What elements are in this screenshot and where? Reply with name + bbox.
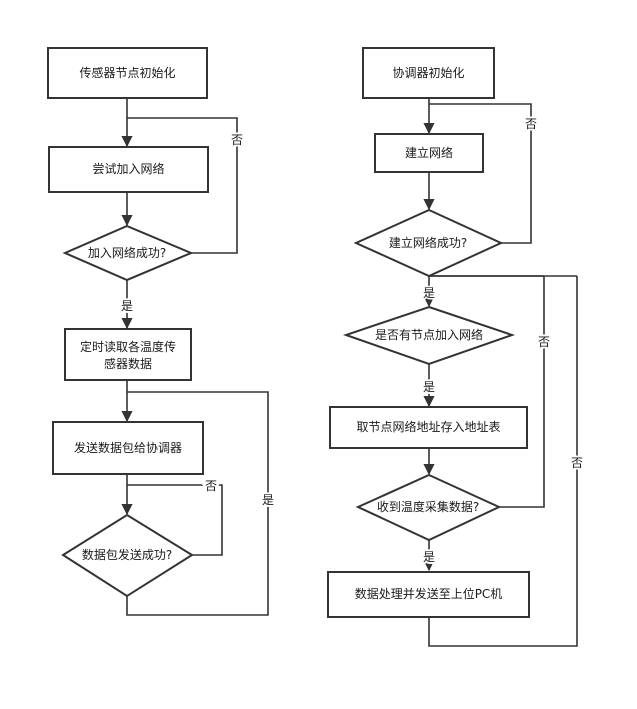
node-send-packet-label: 发送数据包给协调器 [74,440,182,455]
decision-send-ok-label: 数据包发送成功? [82,547,172,562]
edge-send-yes-loop [126,391,269,616]
node-read-sensors [64,328,192,381]
label-recv-no: 否 [538,335,550,349]
edge-build-no-loop [429,103,532,244]
node-store-address-label: 取节点网络地址存入地址表 [356,419,500,434]
label-process-loop-no: 否 [571,456,583,470]
node-build-network [374,133,484,173]
node-read-sensors-line2: 感器数据 [104,356,152,371]
label-send-yes: 是 [262,493,274,507]
label-has-node-yes: 是 [423,380,435,394]
node-try-join-label: 尝试加入网络 [92,161,164,176]
node-coordinator-init [362,47,495,99]
node-process-send-label: 数据处理并发送至上位PC机 [355,586,503,601]
label-join-yes: 是 [121,299,133,313]
edge-recv-no [499,276,545,508]
label-recv-yes: 是 [423,550,435,564]
edge-send-no-loop [127,484,223,556]
decision-recv-data-label: 收到温度采集数据? [377,499,479,514]
node-try-join [48,146,209,193]
node-read-sensors-line1: 定时读取各温度传 [80,339,176,354]
node-coordinator-init-label: 协调器初始化 [392,65,464,80]
node-process-send [327,571,530,618]
node-send-packet [52,421,204,475]
label-join-no: 否 [231,133,243,147]
node-build-network-label: 建立网络 [405,145,453,160]
edge-process-loop [428,276,578,647]
node-sensor-init-label: 传感器节点初始化 [79,65,175,80]
node-sensor-init [47,47,208,99]
decision-join-ok-label: 加入网络成功? [88,245,166,260]
label-build-yes: 是 [423,286,435,300]
edge-join-no-loop [127,117,238,254]
node-store-address [329,406,528,449]
decision-build-ok-label: 建立网络成功? [389,235,467,250]
label-send-no: 否 [205,479,217,493]
decision-has-node-label: 是否有节点加入网络 [375,327,483,342]
label-build-no: 否 [525,117,537,131]
